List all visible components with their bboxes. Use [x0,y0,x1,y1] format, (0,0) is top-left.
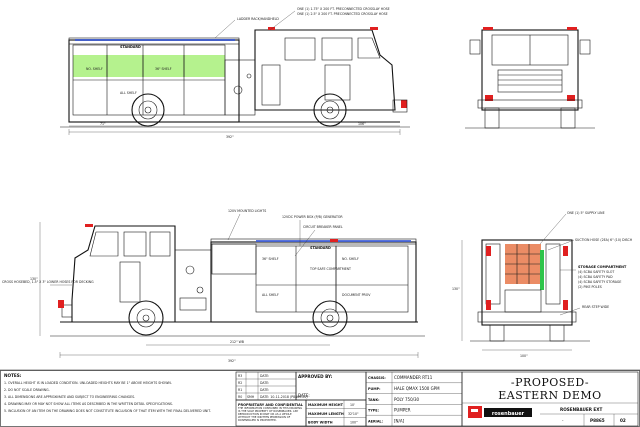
approved-by-label: APPROVED BY: [298,374,333,379]
revision-date: DATE: [260,374,269,378]
spec-label: TYPE: [368,409,379,413]
notes-header: NOTES: [4,373,22,378]
storage-item: (4) SCBA SAFETY SLOT [578,270,614,274]
officer-side-elevation: STANDARD NO. SHELF 36" SHELF ALL SHELF L… [60,7,410,139]
driver-side-elevation: STANDARD 36" SHELF NO. SHELF ALL SHELF D… [2,209,425,363]
proprietary-text: THE INFORMATION CONTAINED IN THIS DRAWIN… [238,407,303,422]
compartment-label: TOP SAFE COMPARTMENT [309,267,351,271]
storage-callout-title: STORAGE COMPARTMENT [578,265,627,269]
revision-id: R1 [238,388,242,392]
supply-line-callout: ONE (1) 5" SUPPLY LINE [567,211,605,215]
note-item: 2. DO NOT SCALE DRAWING. [4,388,50,392]
spec-value: COMMANDER RT11 [394,375,433,380]
compartment-label: STANDARD [120,45,141,49]
rear-step-callout: REAR STEP WIDE [582,305,609,309]
storage-item: (4) SCBA SAFETY STORAGE [578,280,621,284]
scale-value: - [562,418,564,423]
company-name: ROSENBAUER EXT [560,407,603,412]
compartment-label: ALL SHELF [120,91,137,95]
spec-label: CHASSIS: [368,376,386,380]
proposal-title: -PROPOSED- [511,376,589,389]
compartment-label: STANDARD [310,246,331,250]
spec-value: POLY 750/30 [394,397,420,402]
crosslay-callout-2: ONE (1) 2.5" X 200 FT. PRECONNECTED CROS… [297,12,388,16]
note-item: 1. OVERALL HEIGHT IS IN LOADED CONDITION… [4,381,172,385]
rear-view: ONE (1) 5" SUPPLY LINE SUCTION HOSE (2EA… [452,211,633,358]
compartment-label: 36" SHELF [155,67,172,71]
note-item: 5. INCLUSION OF AN ITEM ON THE DRAWING D… [4,409,211,413]
front-overhang-dimension: 106" [358,122,366,126]
storage-item: (2) PIKE POLES [578,285,602,289]
rear-width-dimension: 100" [520,354,528,358]
spec-label: TANK: [368,398,380,402]
spec-value: 32'10" [348,412,359,416]
overall-length-dimension: 392" [226,135,234,139]
crosslay-callout-1: ONE (1) 1.75" X 200 FT. PRECONNECTED CRO… [297,7,390,11]
mounted-lights-callout: 120V MOUNTED LIGHTS [228,209,266,213]
compartment-label: NO. SHELF [342,257,359,261]
revision-date: DATE: [260,381,269,385]
spec-label: MAXIMUM HEIGHT [308,403,344,407]
storage-item: (4) SCBA SAFETY PAD [578,275,613,279]
note-item: 4. DRAWING MAY OR MAY NOT SHOW ALL ITEMS… [4,402,173,406]
spec-value: PUMPER [394,408,411,413]
sheet-number: 02 [620,418,626,423]
ladder-rack-callout: LADDER RACK/HANDHELD [237,17,279,21]
title-strip: NOTES: 1. OVERALL HEIGHT IS IN LOADED CO… [0,369,640,427]
revision-id: R2 [238,381,242,385]
rosenbauer-logo: rosenbauer [468,406,532,418]
circuit-breaker-callout: CIRCUIT BREAKER PANEL [303,225,343,229]
revision-id: R3 [238,374,242,378]
spec-value: HALE QMAX 1500 GPM [394,386,440,391]
revision-by: SMH [247,395,255,399]
compartment-label: 36" SHELF [262,257,279,261]
spec-label: BODY WIDTH [308,421,333,425]
overall-length-dimension: 392" [228,359,236,363]
front-view [465,27,595,129]
rear-overhang-dimension: 71" [100,122,106,126]
compartment-label: ALL SHELF [262,293,279,297]
spec-label: MAXIMUM LENGTH [308,412,344,416]
suction-hose-callout: SUCTION HOSE (2EA) 6" (10) DISCH [575,238,633,242]
spec-value: 10' [350,403,355,407]
drawing-number: P8865 [590,418,605,423]
compartment-label: DOCUMENT PROV [342,293,371,297]
cross-hosebed-callout: CROSS HOSEBED, 1.5" X 3" LOWER HOSES FOR… [2,280,94,284]
overall-height-dimension: 130" [30,277,38,281]
wheelbase-dimension: 212" WB [230,340,244,344]
spec-value: [N/A] [394,419,405,424]
revision-date: DATE: 10-11-2018 (P8865-02) [260,395,308,399]
brand-name: rosenbauer [492,411,525,417]
compartment-label: NO. SHELF [86,67,103,71]
spec-value: 100" [350,421,358,425]
approval-date-label: DATE: [298,393,310,398]
power-box-callout: 12VDC POWER BOX (P/B) GENERATOR [282,215,343,219]
spec-label: PUMP: [368,387,380,391]
note-item: 3. ALL DIMENSIONS ARE APPROXIMATE AND SU… [4,395,135,399]
customer-name: EASTERN DEMO [498,389,601,402]
proprietary-heading: PROPRIETARY AND CONFIDENTIAL [238,403,304,407]
revision-id: R0 [238,395,242,399]
rear-height-dimension: 130" [452,287,460,291]
spec-label: AERIAL: [368,420,383,424]
revision-date: DATE: [260,388,269,392]
